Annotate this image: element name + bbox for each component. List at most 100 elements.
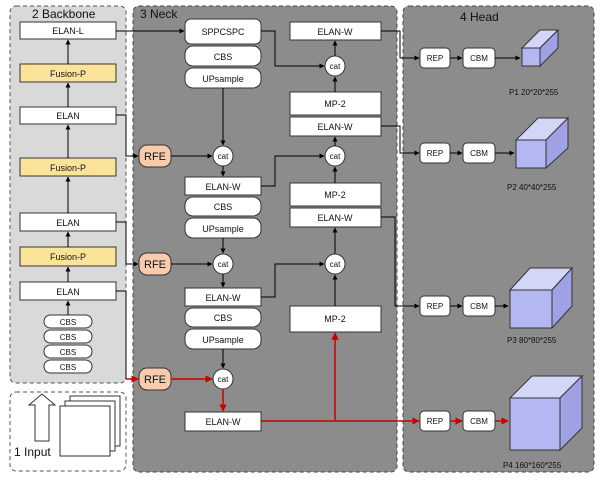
output-label-p4: P4 160*160*255 — [503, 461, 562, 470]
svg-text:MP-2: MP-2 — [324, 314, 346, 324]
neck-cbs-2: CBS — [184, 196, 262, 217]
svg-text:RFE: RFE — [144, 259, 166, 271]
svg-text:CBM: CBM — [470, 417, 488, 426]
neck-mp2-2: MP-2 — [289, 182, 382, 207]
head-cbm-4: CBM — [462, 410, 496, 432]
neck-sppcspc: SPPCSPC — [184, 18, 262, 45]
neck-upsample-3: UPsample — [184, 328, 262, 350]
svg-text:cat: cat — [330, 62, 341, 71]
head-title: 4 Head — [460, 10, 499, 24]
neck-elan-w-2: ELAN-W — [184, 287, 262, 307]
head-cbm-3: CBM — [462, 295, 496, 317]
head-rep-4: REP — [419, 410, 451, 432]
backbone-cbs-2: CBS — [43, 329, 93, 344]
neck-cbs-3: CBS — [184, 307, 262, 328]
svg-text:CBS: CBS — [214, 202, 233, 212]
output-label-p2: P2 40*40*255 — [507, 183, 557, 192]
svg-text:cat: cat — [330, 260, 341, 269]
rfe-1: RFE — [138, 144, 172, 168]
svg-text:ELAN-W: ELAN-W — [317, 27, 353, 37]
svg-text:Fusion-P: Fusion-P — [50, 163, 86, 173]
svg-text:UPsample: UPsample — [202, 224, 244, 234]
svg-text:REP: REP — [427, 417, 443, 426]
rfe-2: RFE — [138, 252, 172, 276]
cube-p4-icon — [508, 374, 584, 452]
svg-text:ELAN-L: ELAN-L — [52, 26, 84, 36]
neck-title: 3 Neck — [140, 7, 178, 21]
backbone-fusion-p-2: Fusion-P — [19, 157, 117, 177]
svg-text:Fusion-P: Fusion-P — [50, 69, 86, 79]
neck-elan-w-4: ELAN-W — [289, 116, 382, 137]
cube-p3-icon — [508, 266, 574, 330]
neck-elan-w-top: ELAN-W — [289, 21, 382, 41]
svg-text:CBM: CBM — [470, 149, 488, 158]
neck-cat-1: cat — [212, 145, 234, 167]
svg-text:ELAN-W: ELAN-W — [317, 122, 353, 132]
svg-text:ELAN: ELAN — [56, 287, 80, 297]
svg-text:ELAN-W: ELAN-W — [205, 182, 241, 192]
svg-text:cat: cat — [218, 375, 229, 384]
svg-text:RFE: RFE — [144, 374, 166, 386]
svg-text:REP: REP — [427, 302, 443, 311]
input-arrow-icon — [27, 393, 57, 442]
neck-cbs-1: CBS — [184, 45, 262, 67]
head-cbm-1: CBM — [462, 47, 496, 69]
backbone-cbs-3: CBS — [43, 344, 93, 359]
svg-text:UPsample: UPsample — [202, 335, 244, 345]
output-label-p3: P3 80*80*255 — [507, 336, 557, 345]
svg-text:RFE: RFE — [144, 151, 166, 163]
backbone-title: 2 Backbone — [32, 7, 96, 21]
svg-text:Fusion-P: Fusion-P — [50, 252, 86, 262]
svg-text:cat: cat — [330, 152, 341, 161]
neck-elan-w-5: ELAN-W — [289, 207, 382, 228]
svg-text:ELAN: ELAN — [56, 111, 80, 121]
input-title: 1 Input — [14, 445, 51, 459]
backbone-cbs-4: CBS — [43, 359, 93, 374]
output-label-p1: P1 20*20*255 — [509, 88, 559, 97]
svg-text:CBS: CBS — [60, 348, 76, 357]
cube-p1-icon — [520, 28, 560, 68]
red-connections — [126, 332, 509, 425]
svg-text:CBM: CBM — [470, 54, 488, 63]
svg-text:MP-2: MP-2 — [324, 99, 346, 109]
svg-text:CBS: CBS — [214, 313, 233, 323]
svg-text:ELAN-W: ELAN-W — [317, 213, 353, 223]
head-cbm-2: CBM — [462, 142, 496, 164]
svg-text:ELAN-W: ELAN-W — [205, 293, 241, 303]
head-rep-1: REP — [419, 47, 451, 69]
backbone-elan-l: ELAN-L — [19, 21, 117, 40]
svg-text:CBS: CBS — [60, 318, 76, 327]
svg-text:cat: cat — [218, 260, 229, 269]
neck-cat-4: cat — [324, 145, 346, 167]
head-rep-2: REP — [419, 142, 451, 164]
svg-text:ELAN: ELAN — [56, 218, 80, 228]
svg-text:UPsample: UPsample — [202, 74, 244, 84]
rfe-3: RFE — [138, 367, 172, 391]
backbone-fusion-p-1: Fusion-P — [19, 63, 117, 83]
svg-text:CBS: CBS — [60, 333, 76, 342]
neck-panel — [132, 5, 398, 473]
neck-cat-5: cat — [324, 253, 346, 275]
svg-text:REP: REP — [427, 54, 443, 63]
neck-mp2-3: MP-2 — [289, 305, 382, 333]
neck-upsample-2: UPsample — [184, 217, 262, 239]
cube-p2-icon — [514, 116, 570, 170]
svg-text:ELAN-W: ELAN-W — [205, 417, 241, 427]
svg-text:cat: cat — [218, 152, 229, 161]
svg-text:REP: REP — [427, 149, 443, 158]
neck-upsample-1: UPsample — [184, 67, 262, 89]
backbone-fusion-p-3: Fusion-P — [19, 246, 117, 267]
backbone-elan-3: ELAN — [19, 281, 117, 301]
svg-text:CBM: CBM — [470, 302, 488, 311]
neck-cat-2: cat — [212, 253, 234, 275]
neck-elan-w-3: ELAN-W — [184, 411, 262, 432]
neck-elan-w-1: ELAN-W — [184, 176, 262, 196]
svg-text:SPPCSPC: SPPCSPC — [201, 27, 245, 37]
neck-mp2-1: MP-2 — [289, 91, 382, 116]
head-rep-3: REP — [419, 295, 451, 317]
backbone-elan-2: ELAN — [19, 212, 117, 232]
neck-cat-top: cat — [324, 55, 346, 77]
backbone-cbs-1: CBS — [43, 314, 93, 329]
input-image-icon-3 — [59, 405, 111, 457]
